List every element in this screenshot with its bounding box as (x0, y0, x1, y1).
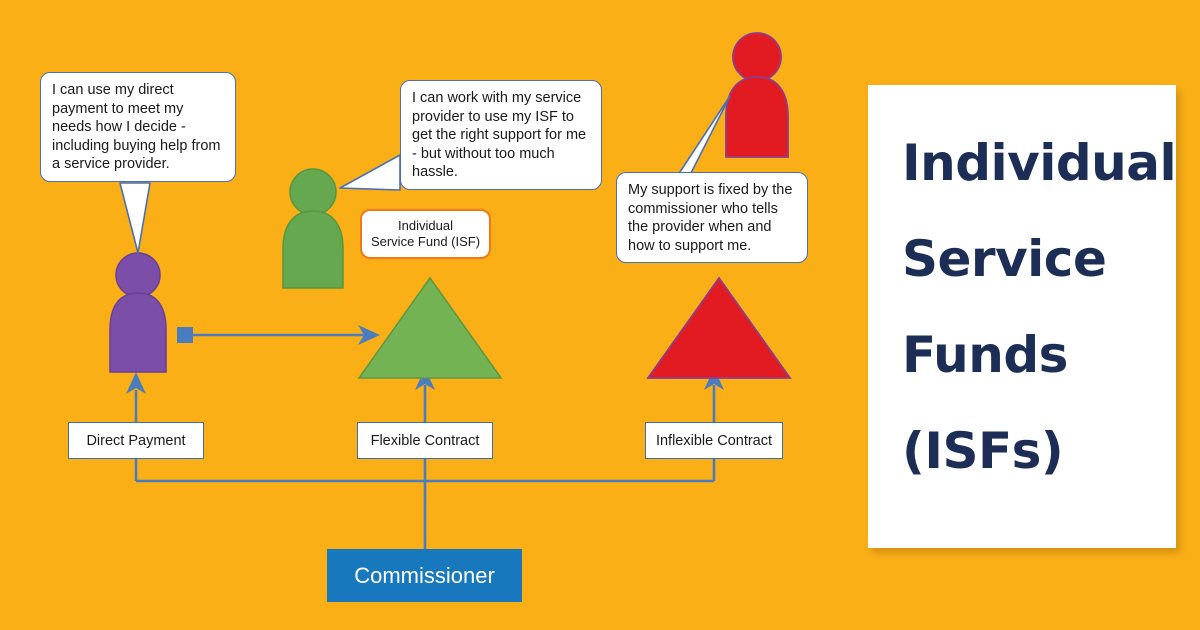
red-person-head (732, 32, 782, 82)
commissioner-box: Commissioner (327, 549, 522, 602)
box-to-actor-arrowheads (126, 368, 724, 394)
bubble-tail-isf (339, 154, 401, 191)
speech-bubble-direct-payment: I can use my direct payment to meet my n… (40, 72, 236, 182)
title-line-1: Individual (902, 134, 1177, 192)
arrowhead-flexible (415, 368, 435, 390)
title-line-2: Service (902, 230, 1107, 288)
title-panel: Individual Service Funds (ISFs) (868, 85, 1177, 548)
commissioner-label: Commissioner (354, 562, 495, 588)
title-line-4: (ISFs) (902, 422, 1064, 480)
box-flexible-contract: Flexible Contract (357, 422, 493, 459)
box-inflexible-contract: Inflexible Contract (645, 422, 783, 459)
red-person-body (725, 76, 789, 158)
box-to-actor-arrows (134, 385, 716, 422)
purple-person-figure (109, 252, 167, 373)
speech-bubble-isf-text: I can work with my service provider to u… (412, 90, 587, 180)
speech-bubble-inflexible-text: My support is fixed by the commissioner … (628, 182, 793, 254)
person-to-provider-arrow (177, 325, 380, 345)
green-person-head (289, 168, 337, 216)
bubble-tail-direct-payment (119, 182, 151, 254)
speech-bubble-isf: I can work with my service provider to u… (400, 80, 602, 190)
red-provider-triangle (646, 276, 792, 379)
box-direct-payment-label: Direct Payment (86, 432, 186, 449)
arrowhead-direct-payment (126, 372, 146, 394)
arrowhead-person-to-provider (358, 325, 380, 345)
speech-bubble-inflexible: My support is fixed by the commissioner … (616, 172, 808, 263)
arrowhead-inflexible (704, 368, 724, 390)
red-person-figure (725, 32, 789, 158)
speech-bubble-direct-payment-text: I can use my direct payment to meet my n… (52, 82, 221, 172)
purple-person-head (115, 252, 161, 298)
purple-person-body (109, 292, 167, 373)
title-line-3: Funds (902, 326, 1068, 384)
commissioner-connector-bus (134, 459, 716, 549)
isf-chip-line-2: Service Fund (ISF) (370, 234, 481, 249)
arrow-source-square-marker (177, 327, 193, 343)
green-person-body (282, 210, 344, 289)
box-flexible-contract-label: Flexible Contract (370, 432, 480, 449)
isf-label-chip: Individual Service Fund (ISF) (360, 209, 491, 259)
green-person-figure (282, 168, 344, 289)
green-provider-triangle (357, 276, 503, 379)
bubble-tail-inflexible (677, 95, 731, 176)
isf-chip-line-1: Individual (398, 218, 453, 233)
box-direct-payment: Direct Payment (68, 422, 204, 459)
box-inflexible-contract-label: Inflexible Contract (655, 432, 773, 449)
